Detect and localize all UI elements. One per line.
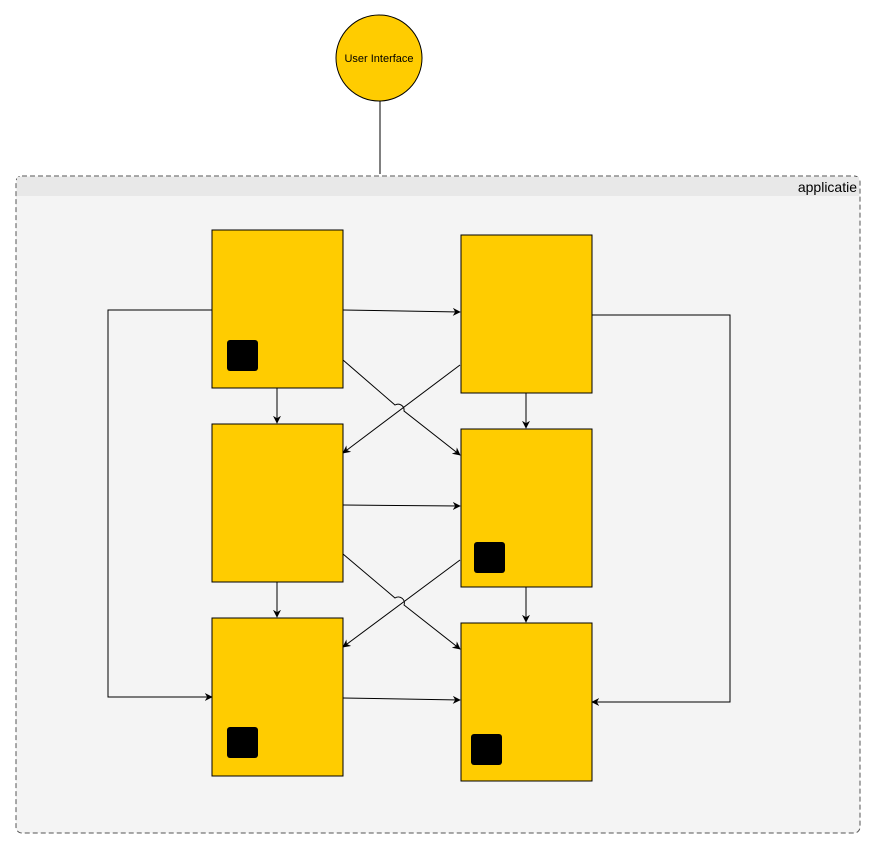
- block-left-middle-box: [211, 423, 344, 583]
- edge-left-top-to-right-middle: [342, 359, 461, 456]
- block-right-top[interactable]: [460, 234, 593, 394]
- edge-left-middle-to-right-bottom: [342, 553, 461, 650]
- block-right-bottom[interactable]: [460, 622, 593, 782]
- block-left-bottom-marker: [227, 727, 258, 758]
- block-right-middle[interactable]: [460, 428, 593, 588]
- block-left-middle[interactable]: [211, 423, 344, 583]
- container-header: [17, 177, 859, 196]
- block-left-top-marker: [227, 340, 258, 371]
- edges: [107, 307, 731, 706]
- blocks: [211, 229, 593, 782]
- block-right-middle-marker: [474, 542, 505, 573]
- block-right-bottom-marker: [471, 734, 502, 765]
- edge-left-middle-to-right-middle: [342, 501, 461, 510]
- edge-left-top-to-right-top: [342, 307, 461, 316]
- user-interface-label: User Interface: [344, 53, 413, 65]
- container-label: applicatie: [798, 179, 857, 195]
- edge-left-top-to-left-bottom: [107, 309, 213, 701]
- block-right-top-box: [460, 234, 593, 394]
- user-interface-node[interactable]: User Interface: [335, 14, 423, 102]
- edge-right-middle-to-left-bottom: [342, 559, 461, 648]
- container-body: [15, 175, 861, 834]
- block-left-top[interactable]: [211, 229, 344, 389]
- edge-right-top-to-right-bottom: [591, 314, 731, 706]
- block-left-bottom[interactable]: [211, 617, 344, 777]
- applicatie-container[interactable]: applicatie: [15, 175, 861, 834]
- edge-left-bottom-to-right-bottom: [342, 695, 461, 704]
- edge-right-top-to-left-middle: [342, 364, 461, 454]
- user-interface-circle: [335, 14, 423, 102]
